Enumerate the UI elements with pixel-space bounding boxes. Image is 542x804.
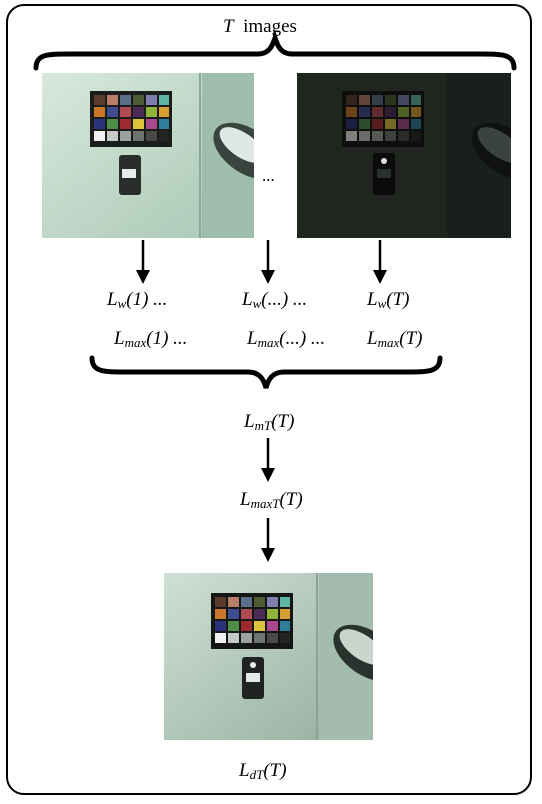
lmaxt-label: LmaxT(T) bbox=[240, 489, 303, 511]
lw-t-label: Lw(T) bbox=[367, 289, 410, 311]
arrow-2-head bbox=[261, 270, 275, 284]
lw-1-label: Lw(1) ... bbox=[107, 289, 168, 311]
arrow-4-head bbox=[261, 468, 275, 482]
t-images-label: T images bbox=[223, 16, 297, 37]
lmt-label: LmT(T) bbox=[244, 411, 295, 433]
ldt-label: LdT(T) bbox=[239, 760, 287, 782]
first-image bbox=[42, 73, 254, 238]
arrow-3-head bbox=[373, 270, 387, 284]
arrow-1-head bbox=[136, 270, 150, 284]
lmax-mid-label: Lmax(...) ... bbox=[247, 328, 326, 350]
arrow-5-head bbox=[261, 548, 275, 562]
last-image bbox=[297, 73, 511, 238]
result-image bbox=[164, 573, 373, 740]
lmax-1-label: Lmax(1) ... bbox=[114, 328, 188, 350]
lmax-t-label: Lmax(T) bbox=[367, 328, 423, 350]
top-brace bbox=[33, 30, 517, 71]
lw-mid-label: Lw(...) ... bbox=[242, 289, 308, 311]
diagram-frame bbox=[6, 4, 532, 795]
images-ellipsis: ... bbox=[262, 166, 275, 185]
bottom-brace bbox=[89, 355, 443, 389]
